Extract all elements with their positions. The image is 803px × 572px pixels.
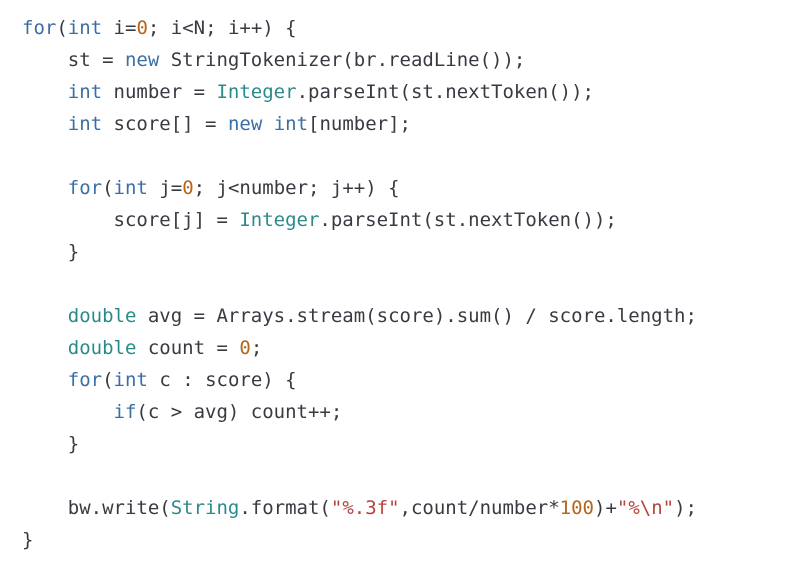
code-token: int bbox=[67, 113, 103, 135]
code-token bbox=[22, 177, 68, 199]
code-token: int bbox=[113, 369, 148, 391]
code-line: } bbox=[22, 524, 33, 556]
code-token: StringTokenizer(br.readLine()); bbox=[159, 49, 526, 71]
code-line: if(c > avg) count++; bbox=[22, 396, 343, 428]
code-token: ; j<number; j++) { bbox=[193, 177, 400, 199]
code-token: .parseInt(st.nextToken()); bbox=[319, 209, 617, 231]
code-token: int bbox=[67, 17, 103, 39]
code-line: bw.write(String.format("%.3f",count/numb… bbox=[22, 492, 697, 524]
code-token: ; bbox=[250, 337, 263, 359]
code-token: } bbox=[22, 433, 80, 455]
code-line: int number = Integer.parseInt(st.nextTok… bbox=[22, 76, 594, 108]
code-token: } bbox=[22, 241, 80, 263]
code-token: (c > avg) count++; bbox=[136, 401, 343, 423]
code-token: count = bbox=[136, 337, 240, 359]
code-line: for(int j=0; j<number; j++) { bbox=[22, 172, 400, 204]
code-token: ,count/number* bbox=[399, 497, 560, 519]
code-token: String bbox=[170, 497, 240, 519]
code-token: double bbox=[67, 305, 137, 327]
code-token bbox=[22, 113, 68, 135]
code-token: 0 bbox=[136, 17, 148, 39]
code-line: st = new StringTokenizer(br.readLine()); bbox=[22, 44, 526, 76]
code-token bbox=[22, 81, 68, 103]
code-token: ( bbox=[102, 177, 114, 199]
code-token: "%.3f" bbox=[330, 497, 400, 519]
code-token: 0 bbox=[239, 337, 251, 359]
code-token: for bbox=[67, 369, 103, 391]
code-token: ( bbox=[102, 369, 114, 391]
code-token: ( bbox=[56, 17, 68, 39]
code-token: ); bbox=[674, 497, 697, 519]
code-token: 0 bbox=[182, 177, 194, 199]
code-token bbox=[262, 113, 273, 135]
code-token: [number]; bbox=[308, 113, 411, 135]
code-token: number = bbox=[102, 81, 217, 103]
code-token: Integer bbox=[239, 209, 320, 231]
code-token bbox=[22, 337, 68, 359]
code-token bbox=[22, 401, 114, 423]
code-token: Integer bbox=[216, 81, 297, 103]
code-token: score[j] = bbox=[22, 209, 240, 231]
code-token: i= bbox=[102, 17, 137, 39]
code-token: double bbox=[67, 337, 137, 359]
code-line: int score[] = new int[number]; bbox=[22, 108, 411, 140]
code-token: score[] = bbox=[102, 113, 228, 135]
code-line: } bbox=[22, 428, 79, 460]
code-token: int bbox=[273, 113, 309, 135]
code-token: int bbox=[67, 81, 103, 103]
code-token: for bbox=[67, 177, 103, 199]
code-token: )+ bbox=[594, 497, 617, 519]
code-token: c : score) { bbox=[147, 369, 297, 391]
code-token bbox=[22, 305, 68, 327]
code-token: avg = Arrays.stream(score).sum() / score… bbox=[136, 305, 697, 327]
code-token: } bbox=[22, 529, 34, 551]
code-token bbox=[22, 369, 68, 391]
code-token: .parseInt(st.nextToken()); bbox=[296, 81, 594, 103]
code-token: if bbox=[113, 401, 137, 423]
code-token: "%\n" bbox=[616, 497, 675, 519]
code-token: new bbox=[227, 113, 263, 135]
code-line: double count = 0; bbox=[22, 332, 263, 364]
code-token: j= bbox=[147, 177, 183, 199]
code-line: score[j] = Integer.parseInt(st.nextToken… bbox=[22, 204, 617, 236]
code-line: double avg = Arrays.stream(score).sum() … bbox=[22, 300, 697, 332]
code-token: ; i<N; i++) { bbox=[147, 17, 297, 39]
code-token: int bbox=[113, 177, 148, 199]
code-line: for(int c : score) { bbox=[22, 364, 297, 396]
code-line: } bbox=[22, 236, 79, 268]
code-token: 100 bbox=[559, 497, 594, 519]
code-token: st = bbox=[22, 49, 125, 71]
code-token: .format( bbox=[239, 497, 331, 519]
code-line: for(int i=0; i<N; i++) { bbox=[22, 12, 297, 44]
code-token: new bbox=[124, 49, 160, 71]
code-token: for bbox=[22, 17, 57, 39]
code-token: bw.write( bbox=[22, 497, 171, 519]
